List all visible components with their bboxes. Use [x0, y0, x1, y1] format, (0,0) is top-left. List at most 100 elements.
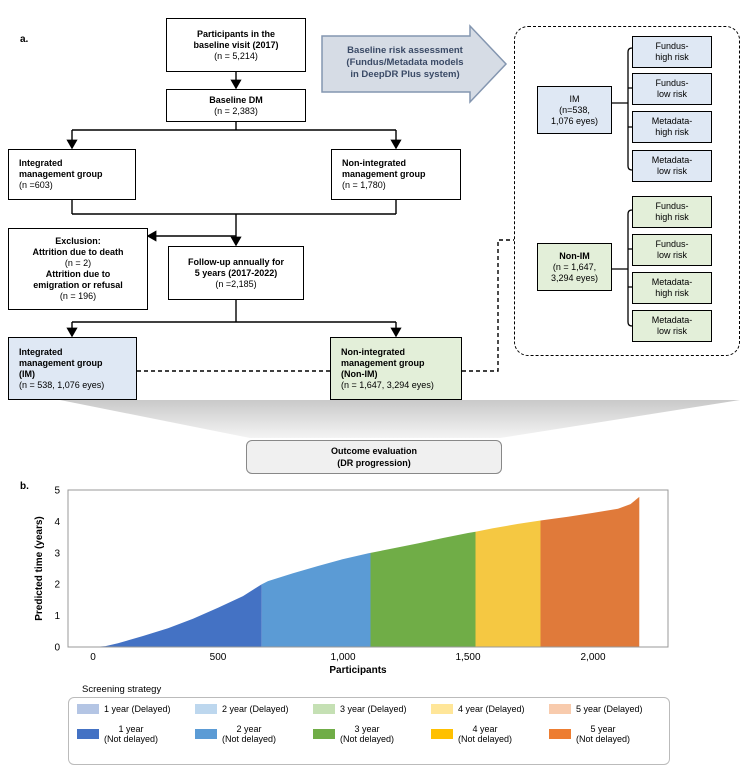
bracket-im: [612, 47, 633, 171]
nonim-group-box: Non-integrated management group (n = 1,7…: [331, 149, 461, 200]
area-segment-1-year: [93, 584, 262, 647]
exclusion-l5: emigration or refusal: [33, 280, 123, 290]
baseline-dm-title: Baseline DM: [209, 94, 263, 105]
arrow-l3: in DeepDR Plus system): [350, 69, 460, 80]
legend-item-2y-delayed: 2 year (Delayed): [195, 704, 289, 714]
followup-t2: 5 years (2017-2022): [194, 267, 278, 278]
legend-label: 4 year (Delayed): [458, 704, 525, 714]
nonim-final-t3: (Non-IM): [341, 368, 378, 379]
risk-nonim-fundus-high: Fundus- high risk: [632, 196, 712, 228]
legend-swatch: [549, 729, 571, 739]
outcome-l2: (DR progression): [337, 458, 411, 468]
flowchart-connectors: [66, 47, 633, 372]
legend-label: 2 year (Not delayed): [222, 724, 277, 744]
chart-area-segments: [93, 496, 640, 648]
risk-label: high risk: [655, 288, 689, 298]
im-group-title-2: management group: [19, 169, 103, 179]
legend-swatch: [195, 704, 217, 714]
im-final-box: Integrated management group (IM) (n = 53…: [8, 337, 137, 400]
legend-label: 1 year (Not delayed): [104, 724, 159, 744]
risk-assessment-arrow: [321, 24, 508, 104]
y-tick-label: 2: [54, 580, 60, 591]
legend-item-5y-not-delayed: 5 year (Not delayed): [549, 724, 630, 744]
y-tick-label: 0: [54, 643, 60, 654]
outcome-funnel: [60, 400, 740, 438]
nonim-final-t2: management group: [341, 357, 425, 368]
legend-swatch: [431, 704, 453, 714]
panel-a-label: a.: [20, 34, 29, 45]
risk-im-fundus-high: Fundus- high risk: [632, 36, 712, 68]
dashed-nonim-risk: [462, 239, 514, 372]
y-tick-label: 1: [54, 611, 60, 622]
im-final-t3: (IM): [19, 368, 35, 379]
legend-swatch: [313, 704, 335, 714]
x-tick-label: 1,000: [330, 652, 355, 663]
x-tick-label: 1,500: [455, 652, 480, 663]
exclusion-l3: (n = 2): [64, 258, 92, 268]
x-tick-label: 0: [90, 652, 96, 663]
risk-label: Fundus-: [655, 78, 689, 88]
nonim-final-box: Non-integrated management group (Non-IM)…: [330, 337, 462, 400]
area-segment-2-year: [261, 552, 371, 647]
exclusion-l1: Exclusion:: [55, 236, 101, 246]
legend: 1 year (Delayed) 2 year (Delayed) 3 year…: [68, 697, 670, 765]
nonim-group-n: (n = 1,780): [342, 180, 386, 190]
risk-label: Metadata-: [651, 315, 693, 325]
legend-swatch: [77, 704, 99, 714]
arrow-l2: (Fundus/Metadata models: [346, 57, 464, 68]
nonim-final-n: (n = 1,647, 3,294 eyes): [341, 379, 434, 390]
participants-n: (n = 5,214): [214, 50, 258, 61]
legend-item-1y-delayed: 1 year (Delayed): [77, 704, 171, 714]
risk-label: Fundus-: [655, 201, 689, 211]
risk-nonim-l2: (n = 1,647,: [552, 261, 597, 272]
risk-im-fundus-low: Fundus- low risk: [632, 73, 712, 105]
legend-item-4y-delayed: 4 year (Delayed): [431, 704, 525, 714]
legend-item-3y-delayed: 3 year (Delayed): [313, 704, 407, 714]
legend-title: Screening strategy: [82, 684, 162, 695]
risk-label: Metadata-: [651, 155, 693, 165]
legend-label: 2 year (Delayed): [222, 704, 289, 714]
arrow-text: Baseline risk assessment (Fundus/Metadat…: [330, 45, 480, 81]
y-tick-label: 4: [54, 517, 60, 528]
risk-im-metadata-low: Metadata- low risk: [632, 150, 712, 182]
risk-im-l1: IM: [569, 93, 580, 104]
risk-label: Fundus-: [655, 41, 689, 51]
risk-nonim-metadata-high: Metadata- high risk: [632, 272, 712, 304]
plot-frame: [67, 489, 669, 648]
participants-title-1: Participants in the: [196, 28, 276, 39]
legend-swatch: [431, 729, 453, 739]
nonim-group-title-2: management group: [342, 169, 426, 179]
followup-n: (n =2,185): [215, 278, 257, 289]
y-tick-label: 5: [54, 486, 60, 497]
x-tick-label: 500: [210, 652, 227, 663]
nonim-final-t1: Non-integrated: [341, 346, 405, 357]
im-group-title-1: Integrated: [19, 158, 63, 168]
risk-nonim-box: Non-IM (n = 1,647, 3,294 eyes): [537, 243, 612, 291]
legend-item-1y-not-delayed: 1 year (Not delayed): [77, 724, 158, 744]
risk-nonim-l3: 3,294 eyes): [550, 272, 599, 283]
legend-item-3y-not-delayed: 3 year (Not delayed): [313, 724, 394, 744]
arrow-l1: Baseline risk assessment: [347, 45, 463, 56]
risk-panel: [514, 26, 740, 356]
risk-label: low risk: [656, 250, 687, 260]
followup-t1: Follow-up annually for: [188, 256, 284, 267]
im-final-t1: Integrated: [19, 346, 63, 357]
exclusion-l6: (n = 196): [59, 291, 97, 301]
legend-swatch: [195, 729, 217, 739]
outcome-box: Outcome evaluation (DR progression): [246, 440, 502, 474]
area-segment-3-year: [370, 531, 476, 647]
legend-label: 1 year (Delayed): [104, 704, 171, 714]
legend-swatch: [549, 704, 571, 714]
exclusion-l2: Attrition due to death: [32, 247, 124, 257]
legend-label: 3 year (Not delayed): [340, 724, 395, 744]
im-final-n: (n = 538, 1,076 eyes): [19, 379, 105, 390]
im-group-box: Integrated management group (n =603): [8, 149, 136, 200]
risk-im-l3: 1,076 eyes): [550, 115, 599, 126]
risk-label: Metadata-: [651, 116, 693, 126]
legend-swatch: [77, 729, 99, 739]
risk-label: low risk: [656, 89, 687, 99]
im-group-n: (n =603): [19, 180, 53, 190]
bracket-nonim: [612, 209, 633, 327]
